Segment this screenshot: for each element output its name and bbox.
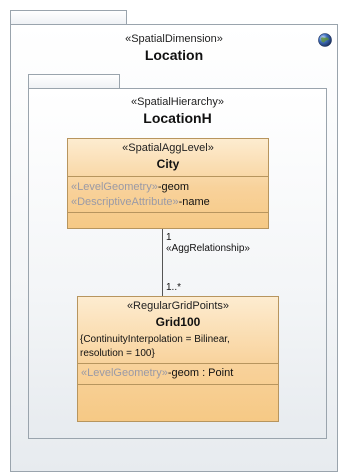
grid100-class[interactable]: «RegularGridPoints» Grid100 {ContinuityI… xyxy=(77,296,279,422)
city-class-separator xyxy=(68,176,268,177)
upper-multiplicity: 1 xyxy=(166,232,172,243)
outer-package-stereotype: «SpatialDimension» xyxy=(125,33,223,45)
city-attribute-name: «DescriptiveAttribute»-name xyxy=(71,196,210,208)
attribute-name: -name xyxy=(178,196,210,208)
aggregation-association-line[interactable] xyxy=(162,229,163,296)
grid100-class-separator xyxy=(78,384,278,385)
attribute-stereotype: «LevelGeometry» xyxy=(81,367,168,379)
attribute-stereotype: «LevelGeometry» xyxy=(71,181,158,193)
globe-icon xyxy=(318,33,332,47)
city-attribute-geom: «LevelGeometry»-geom xyxy=(71,181,189,193)
grid100-class-name: Grid100 xyxy=(155,315,201,329)
inner-package-stereotype: «SpatialHierarchy» xyxy=(131,96,224,108)
grid100-class-separator xyxy=(78,363,278,364)
grid100-constraint-line-2: resolution = 100} xyxy=(80,348,155,359)
city-class-name: City xyxy=(156,157,180,171)
outer-package-name: Location xyxy=(144,47,204,63)
inner-package-tab xyxy=(28,74,120,89)
grid100-constraint-line-1: {ContinuityInterpolation = Bilinear, xyxy=(80,334,230,345)
city-class-stereotype: «SpatialAggLevel» xyxy=(122,142,214,154)
city-class[interactable]: «SpatialAggLevel» City «LevelGeometry»-g… xyxy=(67,138,269,229)
outer-package-tab xyxy=(10,10,127,25)
lower-multiplicity: 1..* xyxy=(166,282,182,293)
city-class-separator xyxy=(68,212,268,213)
association-stereotype: «AggRelationship» xyxy=(166,243,250,254)
inner-package-name: LocationH xyxy=(143,110,212,126)
attribute-name: -geom : Point xyxy=(167,367,234,379)
attribute-stereotype: «DescriptiveAttribute» xyxy=(71,196,179,208)
attribute-name: -geom xyxy=(157,181,190,193)
grid100-attribute-geom: «LevelGeometry»-geom : Point xyxy=(81,367,233,379)
grid100-class-stereotype: «RegularGridPoints» xyxy=(126,300,230,312)
